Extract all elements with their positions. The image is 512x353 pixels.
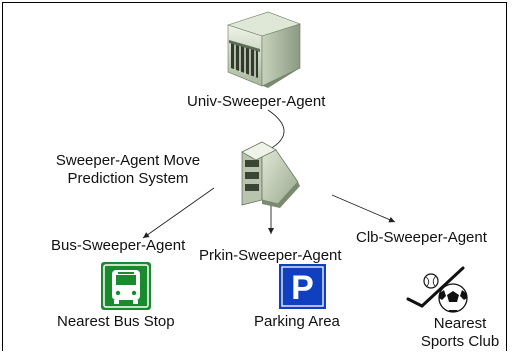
sports-club-label-line2: Sports Club [420,333,500,350]
university-building-icon [227,11,301,88]
arrow-to-bus-agent [142,187,215,239]
bus-stop-icon [101,262,151,310]
sports-ball-icon [406,266,468,313]
sports-club-label-line1: Nearest [433,315,487,332]
bus-agent-label: Bus-Sweeper-Agent [51,237,186,254]
diagram-frame [2,2,507,351]
club-agent-label: Clb-Sweeper-Agent [356,229,487,246]
sports-club-label: Nearest Sports Club [410,315,510,351]
svg-text:P: P [291,269,314,307]
prediction-system-label-line1: Sweeper-Agent Move [55,152,201,169]
arrow-to-club-agent [331,194,396,223]
prediction-system-label-line2: Prediction System [67,170,189,187]
prediction-system-label: Sweeper-Agent Move Prediction System [38,152,218,188]
bus-stop-label: Nearest Bus Stop [57,313,175,330]
univ-agent-label: Univ-Sweeper-Agent [187,93,326,110]
parking-agent-label: Prkin-Sweeper-Agent [199,247,342,264]
parking-sign-icon: P [279,264,326,309]
server-icon [241,141,300,208]
parking-area-label: Parking Area [254,313,340,330]
